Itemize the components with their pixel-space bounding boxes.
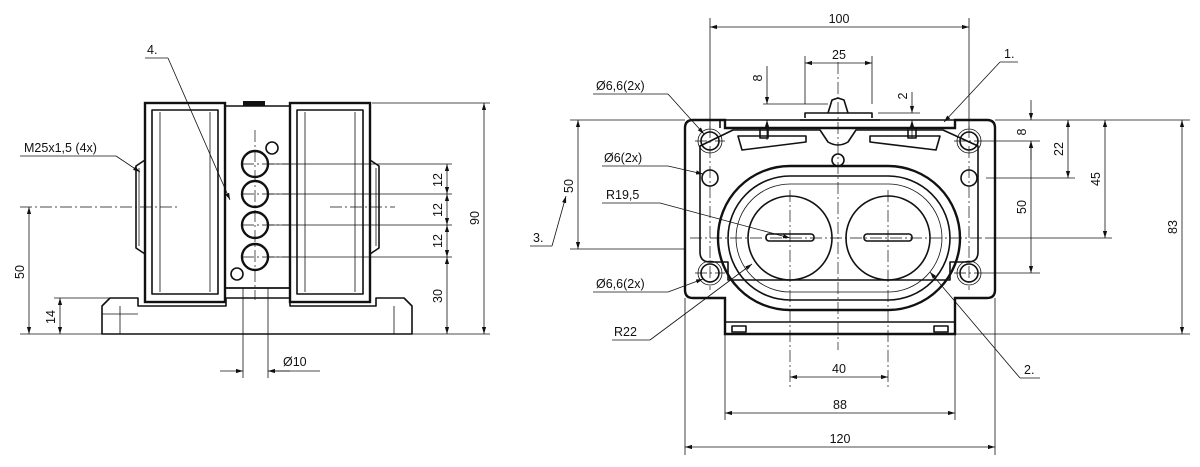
dim-text-d10: Ø10 [283, 355, 307, 369]
label-thread: M25x1,5 (4x) [24, 141, 97, 155]
side-middle-body [224, 105, 291, 289]
side-left-block-edge [159, 112, 211, 292]
dim-text-8-right: 8 [1015, 128, 1029, 135]
label-item-1: 1. [1004, 47, 1014, 61]
label-item-2: 2. [1024, 363, 1034, 377]
label-hole-6: Ø6(2x) [604, 151, 642, 165]
dim-text-45: 45 [1089, 172, 1103, 186]
side-right-block-edge [304, 112, 356, 292]
front-view: 100 25 8 2 1. Ø6,6(2x) Ø6(2x) R19,5 [530, 12, 1190, 455]
label-r195: R19,5 [606, 188, 639, 202]
leader-line [167, 57, 231, 201]
side-left-block [143, 101, 227, 304]
leader-line [649, 263, 753, 341]
leader-line [667, 278, 704, 293]
dim-text-40: 40 [832, 362, 846, 376]
dim-text-83: 83 [1166, 220, 1180, 234]
front-top-plate [804, 112, 873, 118]
front-wedge [869, 135, 941, 151]
side-base-plate [101, 297, 413, 335]
dim-text-12: 12 [431, 173, 445, 187]
leader-line [943, 61, 1001, 123]
leader-line [667, 165, 704, 175]
label-r22: R22 [614, 325, 637, 339]
side-view: 12 12 12 30 90 50 14 Ø10 M25x1,5 (4x) 4. [13, 43, 490, 378]
side-right-block-inner [296, 109, 364, 295]
dim-text-30: 30 [431, 289, 445, 303]
dim-text-50: 50 [13, 265, 27, 279]
leader-line [659, 202, 791, 239]
leader-line [929, 271, 1021, 379]
label-hole-66-bottom: Ø6,6(2x) [596, 277, 645, 291]
side-left-block-inner [151, 109, 219, 295]
dim-text-120: 120 [830, 432, 851, 446]
front-base-foot [933, 325, 949, 333]
dim-text-12: 12 [431, 234, 445, 248]
front-tab [759, 127, 769, 139]
dim-text-22: 22 [1052, 142, 1066, 156]
dim-text-90: 90 [468, 211, 482, 225]
side-top-cap [243, 101, 265, 106]
leader-line [551, 195, 567, 247]
leader-line [667, 93, 705, 135]
side-small-hole [230, 267, 244, 281]
dim-text-14: 14 [44, 310, 58, 324]
dim-text-25: 25 [832, 48, 846, 62]
dim-text-12: 12 [431, 203, 445, 217]
dim-text-8-top: 8 [751, 74, 765, 81]
dim-text-50-right: 50 [1015, 200, 1029, 214]
front-wedge [737, 135, 807, 151]
dim-text-88: 88 [833, 398, 847, 412]
side-right-block [288, 101, 372, 304]
label-item-3: 3. [533, 231, 543, 245]
front-inner-frame [699, 129, 979, 281]
front-base-foot [731, 325, 747, 333]
leader-line [115, 155, 141, 173]
side-small-hole [265, 141, 279, 155]
dim-text-2: 2 [896, 92, 910, 99]
dim-text-50-left: 50 [562, 179, 576, 193]
dim-text-100: 100 [829, 12, 850, 26]
front-housing-outline [683, 118, 997, 336]
label-item-4: 4. [147, 43, 157, 57]
label-hole-66-top: Ø6,6(2x) [596, 79, 645, 93]
